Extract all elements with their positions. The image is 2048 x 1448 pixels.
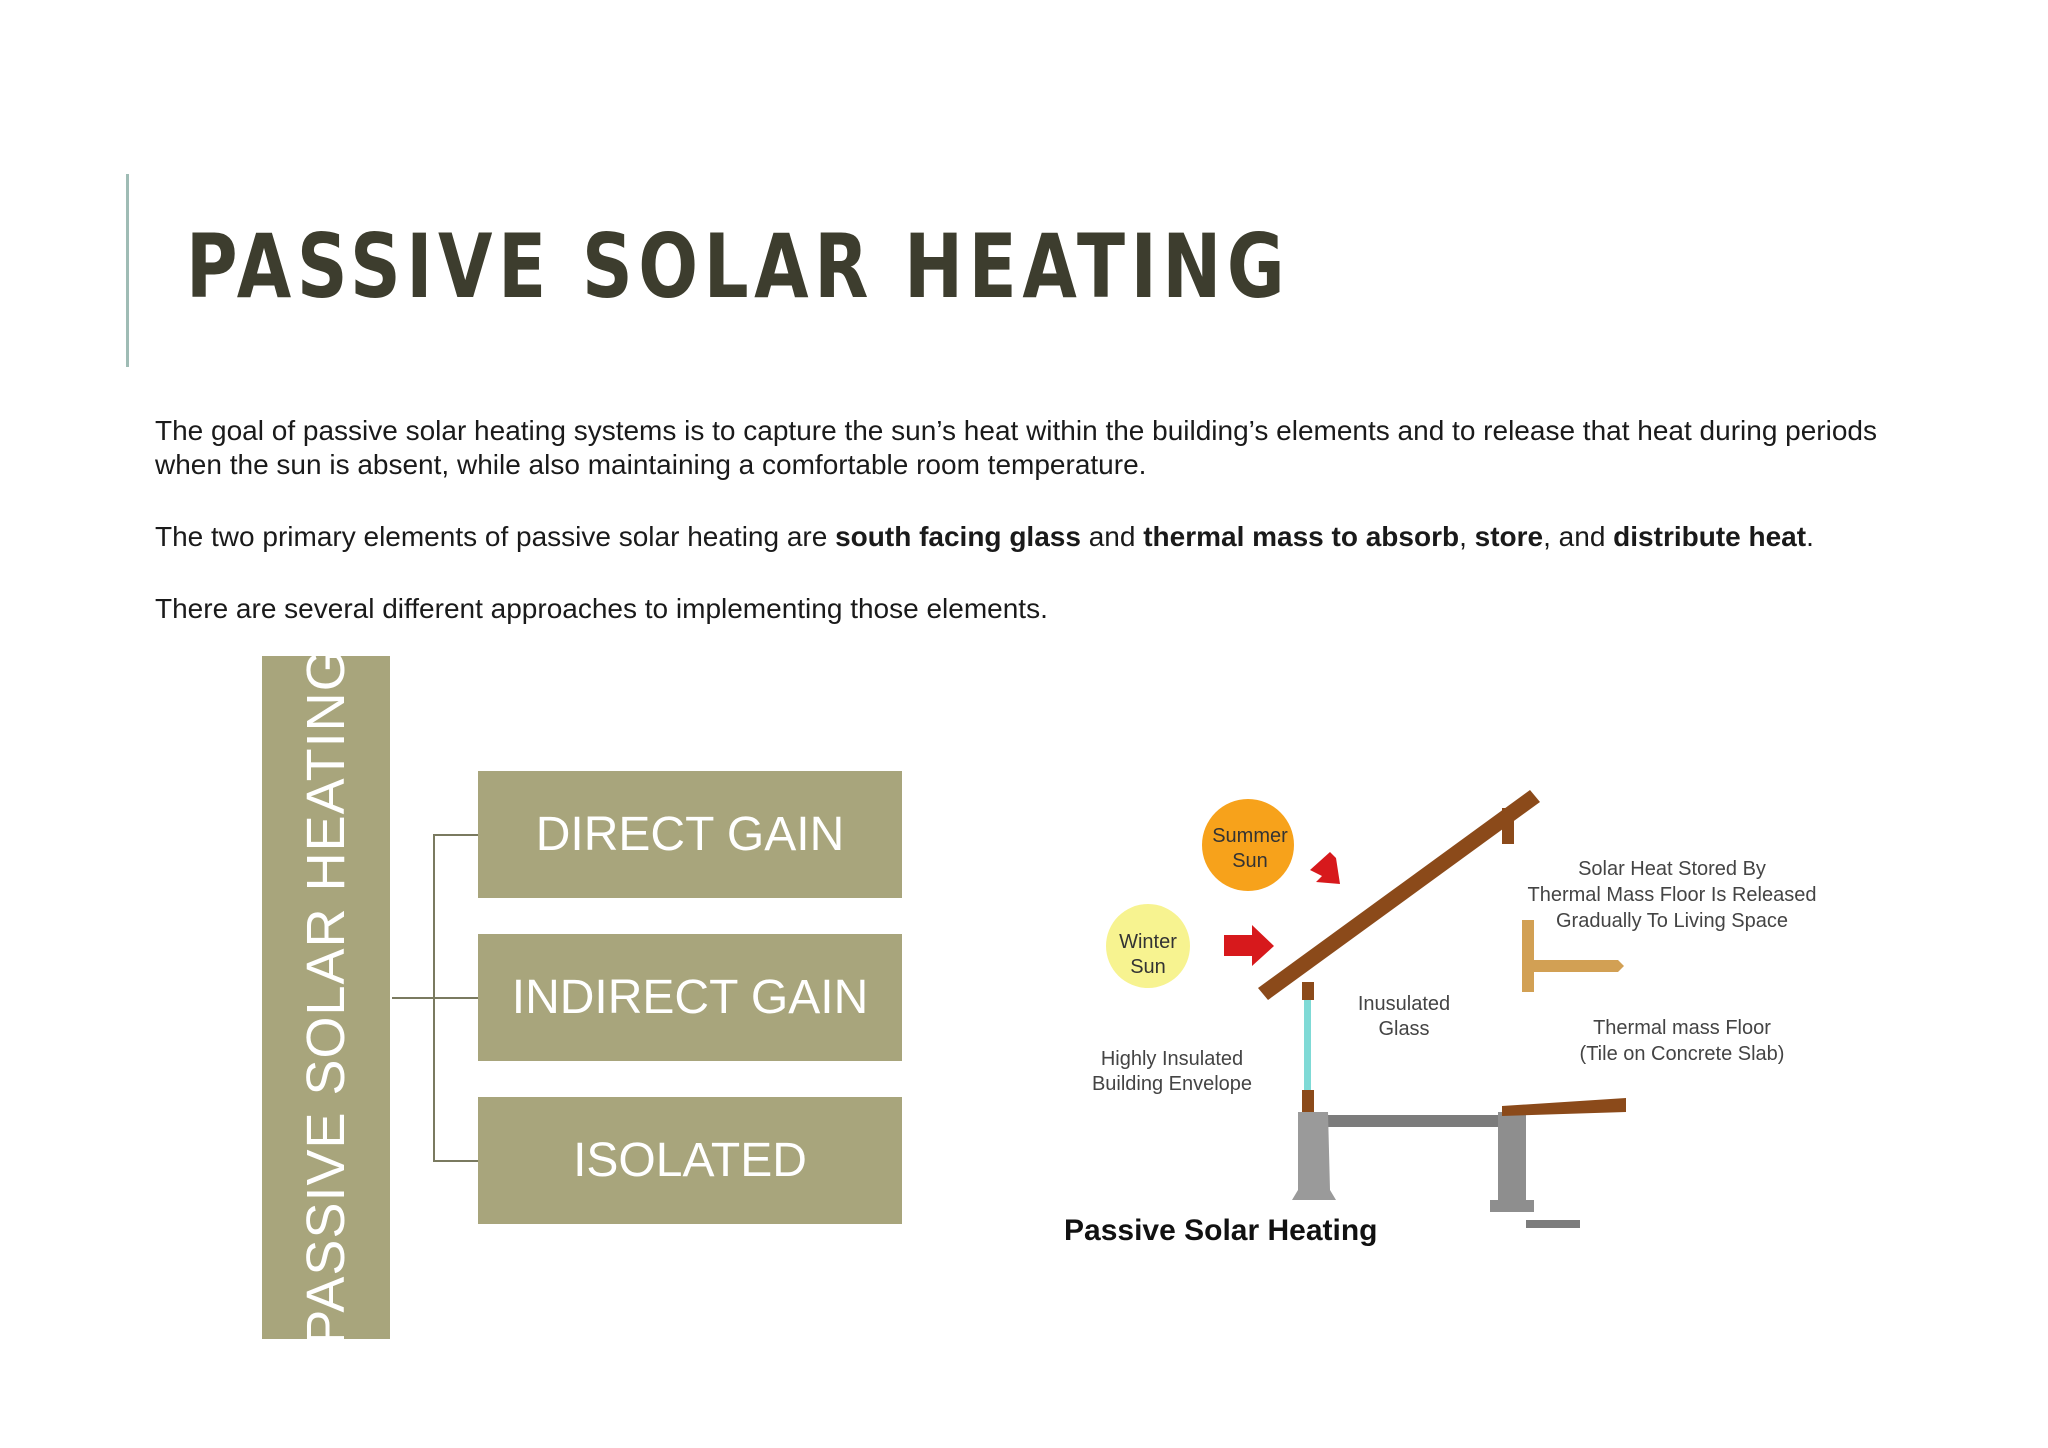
summer-sun-label-1: Summer xyxy=(1212,825,1288,847)
title-accent-bar xyxy=(126,174,129,367)
direct-gain-box: DIRECT GAIN xyxy=(478,771,902,898)
envelope-label-2: Building Envelope xyxy=(1092,1073,1252,1095)
thermal-post xyxy=(1522,920,1534,992)
smartart-root-box: PASSIVE SOLAR HEATING xyxy=(262,648,390,1346)
stored-heat-label-2: Thermal Mass Floor Is Released xyxy=(1528,884,1817,906)
glass-label-1: Inusulated xyxy=(1358,993,1450,1015)
winter-arrow-icon xyxy=(1224,925,1274,966)
stored-heat-label-3: Gradually To Living Space xyxy=(1556,910,1788,932)
smartart-root-label: PASSIVE SOLAR HEATING xyxy=(296,648,356,1346)
summer-arrow-icon xyxy=(1310,852,1340,884)
winter-sun-icon xyxy=(1106,904,1190,988)
connector-stem xyxy=(392,997,434,999)
glass-label-2: Glass xyxy=(1378,1018,1429,1040)
bold-thermal-mass: thermal mass to absorb xyxy=(1143,521,1460,552)
envelope-label-1: Highly Insulated xyxy=(1101,1048,1243,1070)
winter-sun-label-2: Sun xyxy=(1130,956,1166,978)
bold-distribute-heat: distribute heat xyxy=(1613,521,1807,552)
passive-solar-diagram: Summer Sun Winter Sun Inusulated Glass H… xyxy=(1064,790,1817,1247)
approaches-paragraph: There are several different approaches t… xyxy=(155,593,1048,624)
connector-branch-1 xyxy=(433,834,478,836)
bold-store: store xyxy=(1474,521,1544,552)
roof-post xyxy=(1502,808,1514,844)
text-run: The two primary elements of passive sola… xyxy=(155,521,836,552)
bold-south-facing-glass: south facing glass xyxy=(835,521,1081,552)
floor-slab xyxy=(1312,1115,1512,1127)
eave-post xyxy=(1302,982,1314,1000)
summer-sun-label-2: Sun xyxy=(1232,850,1268,872)
thermal-floor-shape xyxy=(1522,960,1624,972)
connector-branch-3 xyxy=(433,1160,478,1162)
intro-paragraph: The goal of passive solar heating system… xyxy=(155,415,1877,480)
text-run: . xyxy=(1806,521,1814,552)
winter-sun-label-1: Winter xyxy=(1119,931,1177,953)
floor-label-1: Thermal mass Floor xyxy=(1593,1017,1771,1039)
right-foundation xyxy=(1498,1112,1526,1204)
stored-heat-label-1: Solar Heat Stored By xyxy=(1578,858,1766,880)
insulated-glass xyxy=(1304,1000,1311,1100)
elements-paragraph: The two primary elements of passive sola… xyxy=(155,520,1915,554)
exterior-slab xyxy=(1526,1220,1580,1228)
summer-sun-icon xyxy=(1202,799,1294,891)
right-footing xyxy=(1490,1200,1534,1212)
slide-title: PASSIVE SOLAR HEATING xyxy=(186,215,1291,318)
floor-label-2: (Tile on Concrete Slab) xyxy=(1580,1043,1785,1065)
roof-rafter xyxy=(1258,790,1540,1000)
connector-branch-2 xyxy=(433,997,478,999)
diagram-caption: Passive Solar Heating xyxy=(1064,1214,1377,1247)
text-run: and xyxy=(1080,521,1144,552)
isolated-box: ISOLATED xyxy=(478,1097,902,1224)
floor-overhang xyxy=(1502,1098,1626,1116)
text-run: , xyxy=(1459,521,1475,552)
left-foundation xyxy=(1292,1112,1336,1200)
sill-block xyxy=(1302,1090,1314,1112)
indirect-gain-box: INDIRECT GAIN xyxy=(478,934,902,1061)
text-run: , and xyxy=(1543,521,1614,552)
